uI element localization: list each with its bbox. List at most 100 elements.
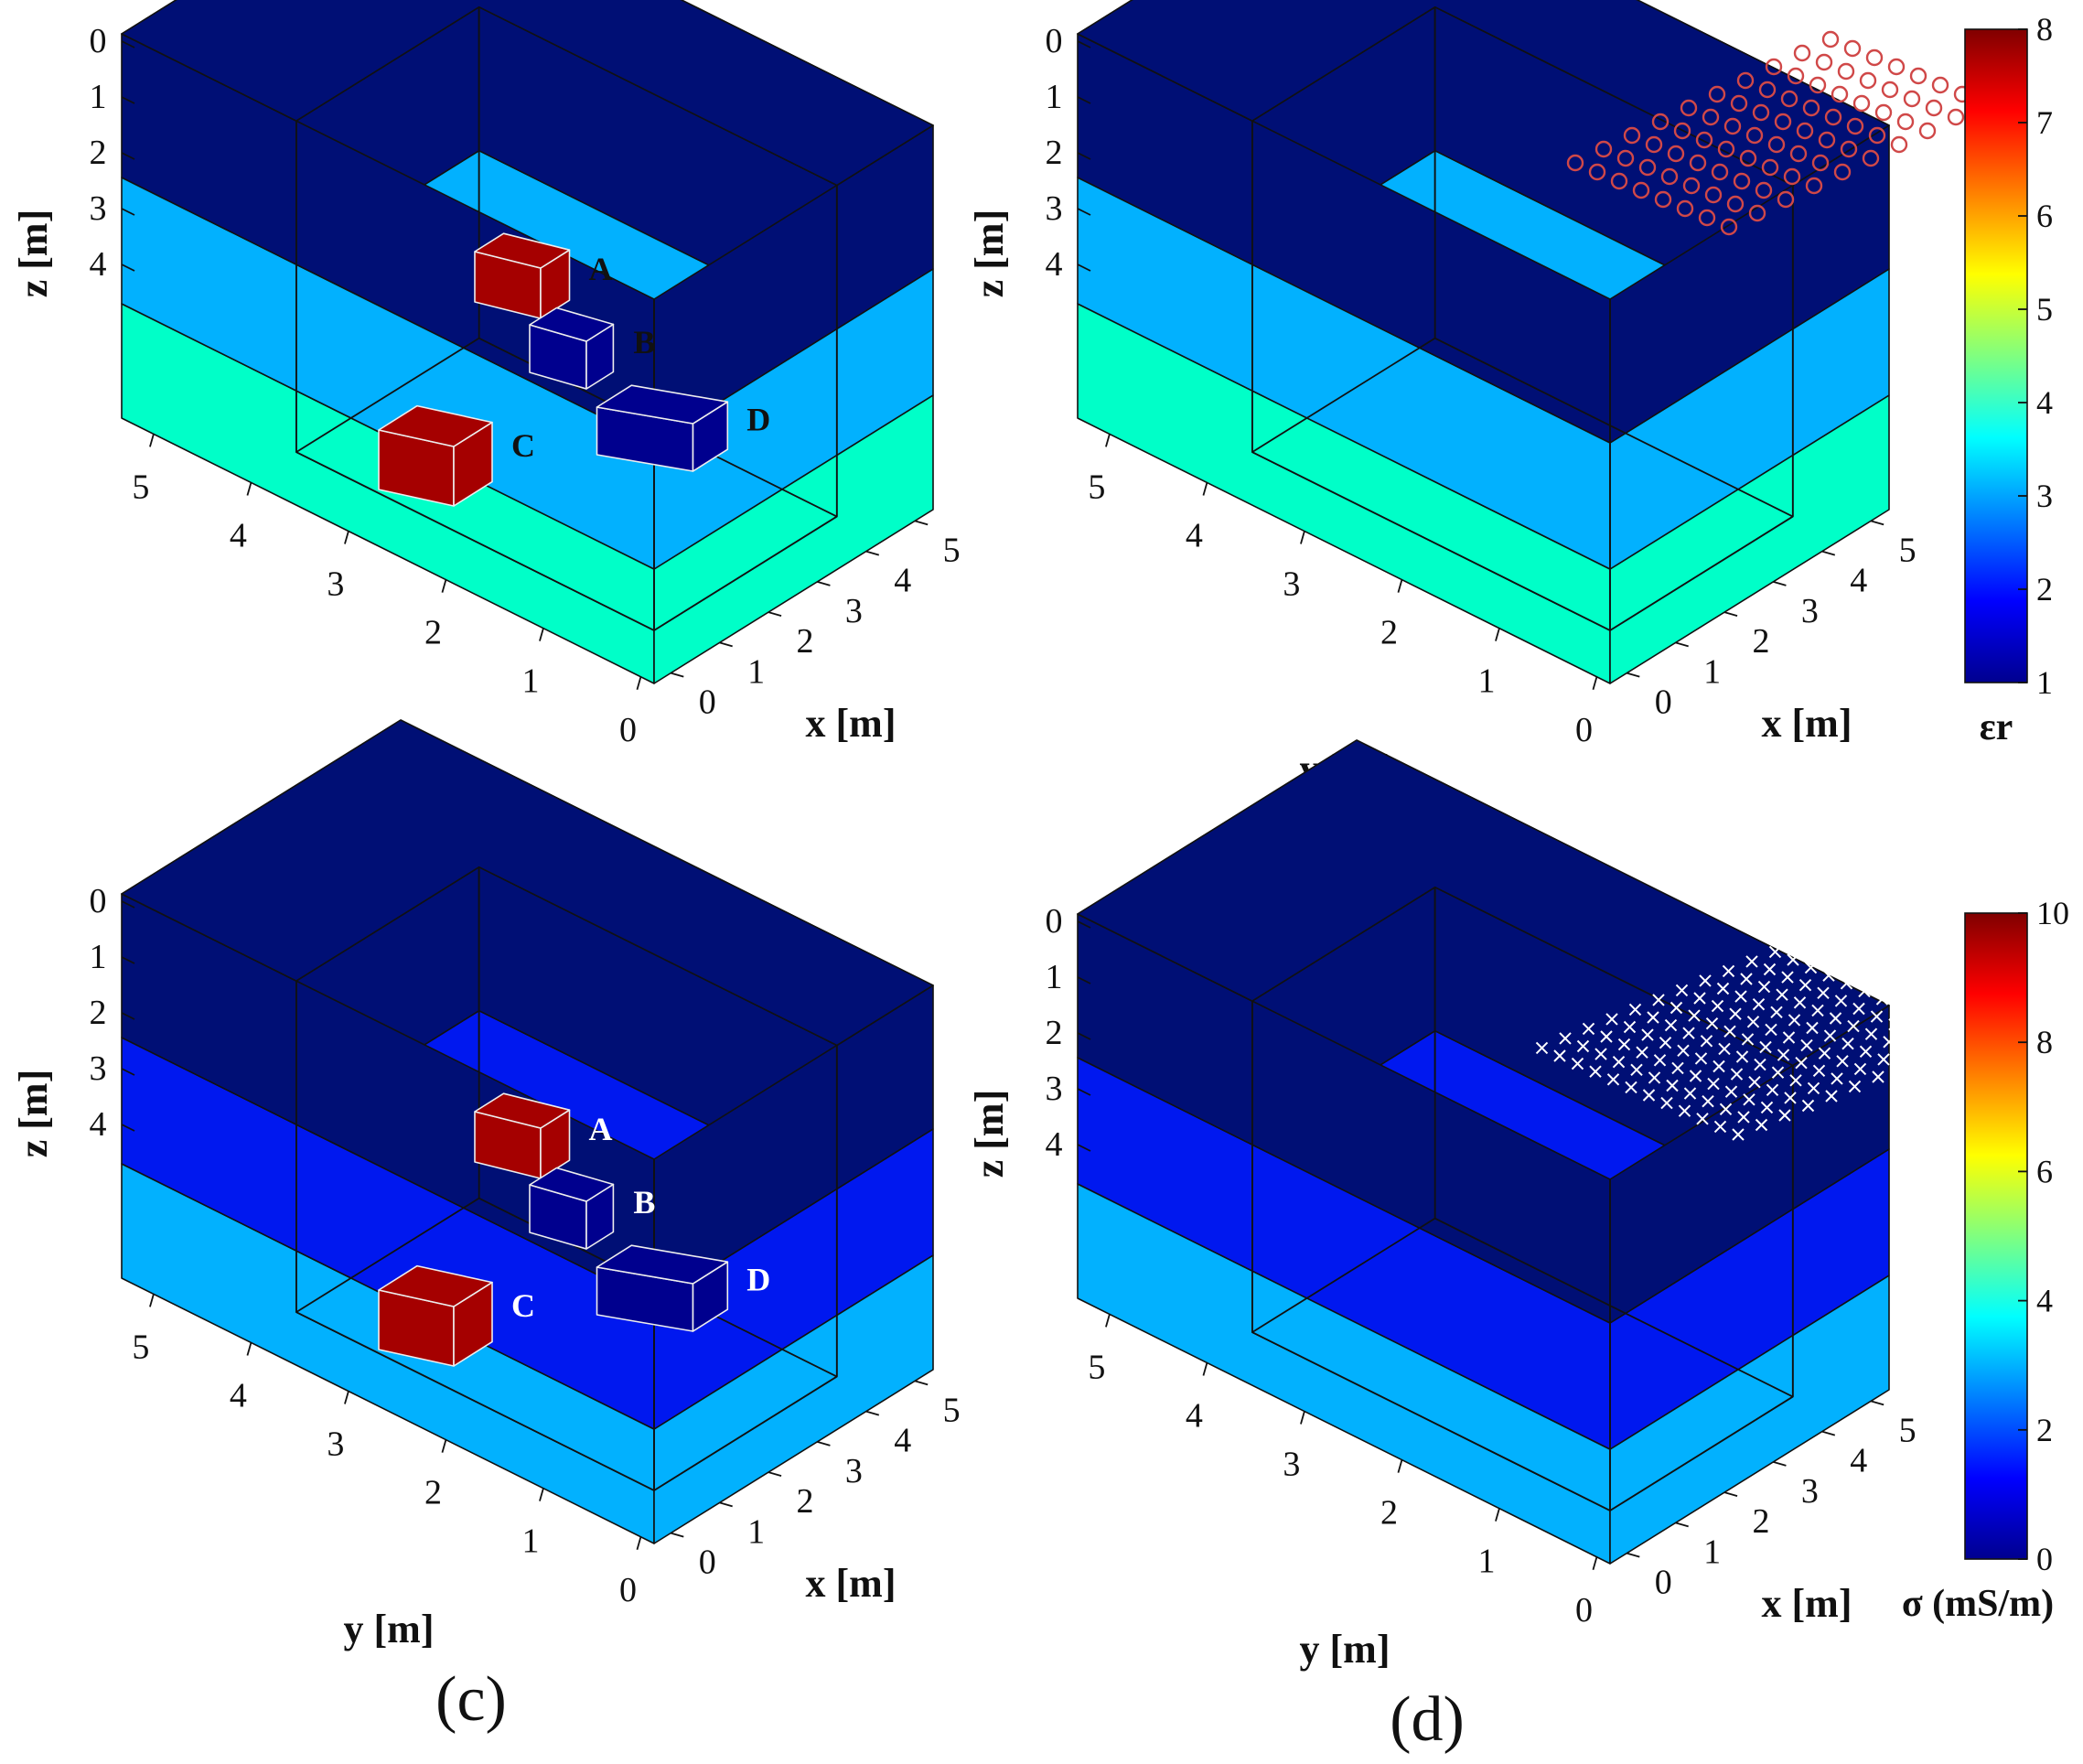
object-top-face (529, 307, 615, 342)
x-tick-mark (865, 550, 880, 556)
cut-floor-edge-left (1251, 1217, 1436, 1333)
receiver-circle-marker (1667, 145, 1685, 163)
receiver-circle-marker (1698, 209, 1716, 227)
colorbar-tick-label: 3 (2036, 478, 2053, 514)
receiver-cross-marker (1834, 995, 1848, 1007)
object-label-B: B (633, 324, 655, 360)
z-tick-label: 4 (1046, 245, 1063, 284)
receiver-cross-marker (1782, 1031, 1796, 1044)
receiver-circle-marker (1887, 58, 1906, 76)
receiver-circle-marker (1881, 81, 1899, 99)
receiver-cross-marker (1711, 999, 1724, 1013)
receiver-cross-marker (1886, 958, 1900, 971)
receiver-circle-marker (1777, 190, 1795, 209)
receiver-circle-marker (1680, 99, 1698, 117)
cut-floor-edge-front-right (653, 515, 838, 631)
object-label-D: D (746, 402, 770, 438)
receiver-circle-marker (1852, 94, 1871, 113)
receiver-cross-marker (1652, 994, 1665, 1006)
receiver-circle-marker (1676, 199, 1694, 218)
receiver-cross-marker (1851, 941, 1864, 955)
z-tick-label: 3 (90, 189, 107, 228)
receiver-cross-marker (1594, 1048, 1607, 1060)
receiver-cross-marker (1748, 1075, 1761, 1089)
colorbar-tick-label: 10 (2036, 895, 2069, 931)
y-tick-mark (149, 434, 155, 447)
z-tick-label: 2 (1046, 134, 1063, 172)
receiver-circle-marker (1645, 135, 1663, 154)
receiver-circle-marker (1638, 158, 1657, 177)
z-tick-label: 1 (90, 938, 107, 976)
cut-floor-edge-left (1251, 337, 1436, 453)
x-tick-mark (671, 672, 684, 678)
x-tick-mark (768, 1471, 782, 1477)
receiver-cross-marker (1910, 948, 1923, 962)
receiver-cross-marker (1729, 1007, 1742, 1020)
object-top-face (596, 384, 729, 425)
object-A: A (474, 232, 613, 319)
receiver-cross-marker (1642, 1089, 1656, 1102)
x-tick-mark (914, 1380, 929, 1386)
y-axis-label: y [m] (344, 1607, 435, 1651)
receiver-cross-marker (1737, 1111, 1750, 1124)
x-tick-mark (1773, 1460, 1787, 1467)
y-tick-mark (1300, 1411, 1305, 1425)
receiver-cross-marker (1612, 1055, 1626, 1069)
receiver-circle-marker (1787, 67, 1805, 85)
x-tick-label: 2 (1753, 622, 1770, 661)
x-tick-mark (768, 611, 782, 617)
y-tick-mark (344, 1391, 349, 1404)
z-tick-label: 1 (1046, 78, 1063, 116)
object-A: A (474, 1092, 613, 1179)
colorbar-tick-label: 6 (2036, 1153, 2053, 1189)
receiver-circle-marker (1903, 90, 1921, 108)
receiver-cross-marker (1836, 1055, 1849, 1068)
receiver-cross-marker (1535, 1041, 1549, 1055)
colorbar-tick-label: 1 (2036, 664, 2053, 701)
z-tick-mark (121, 208, 135, 216)
receiver-circle-marker (1868, 126, 1886, 145)
cut-floor-edge-front-right (653, 1375, 838, 1491)
receiver-circle-marker (1660, 167, 1679, 186)
receiver-cross-marker (1702, 1094, 1714, 1108)
receiver-cross-marker (1754, 1058, 1766, 1071)
receiver-cross-marker (1671, 1061, 1684, 1075)
receiver-cross-marker (1746, 1016, 1760, 1028)
receiver-cross-marker (1787, 953, 1799, 966)
receiver-cross-marker (1809, 943, 1823, 957)
receiver-circle-marker (1682, 177, 1701, 195)
receiver-cross-marker (1648, 1071, 1661, 1084)
receiver-cross-marker (1763, 963, 1777, 976)
receiver-circle-marker (1859, 71, 1877, 90)
receiver-cross-marker (1935, 998, 1948, 1012)
receiver-cross-marker (1707, 1077, 1720, 1091)
colorbar-tick-label: 4 (2036, 384, 2053, 421)
object-label-D: D (746, 1262, 770, 1298)
z-tick-mark (1077, 152, 1091, 160)
top-face-notched (121, 719, 934, 1047)
y-tick-mark (1397, 579, 1403, 593)
cut-floor-edge-back (1434, 337, 1794, 518)
y-tick-mark (1202, 1362, 1208, 1376)
receiver-cross-marker (1815, 926, 1829, 940)
receiver-circle-marker (1947, 108, 1965, 126)
colorbar-tick-label: 8 (2036, 1024, 2053, 1060)
receiver-circle-marker (1733, 172, 1751, 190)
receiver-cross-marker (1906, 1026, 1919, 1039)
receiver-circle-marker (1802, 99, 1820, 117)
cut-floor-edge-front-left (295, 451, 655, 631)
receiver-circle-marker (1815, 53, 1833, 71)
receiver-cross-marker (1859, 1045, 1873, 1059)
receiver-circle-marker (1918, 122, 1937, 140)
cut-floor-edge-front-right (1609, 1395, 1794, 1511)
y-tick-label: 1 (1477, 1543, 1495, 1581)
x-tick-label: 2 (797, 1482, 814, 1521)
z-tick-mark (1077, 920, 1091, 929)
z-tick-label: 2 (90, 134, 107, 172)
receiver-cross-marker (1625, 1081, 1637, 1094)
z-axis-label: z [m] (11, 1070, 56, 1158)
object-D: D (596, 384, 770, 472)
x-tick-mark (671, 1532, 684, 1538)
y-tick-mark (1397, 1459, 1403, 1473)
